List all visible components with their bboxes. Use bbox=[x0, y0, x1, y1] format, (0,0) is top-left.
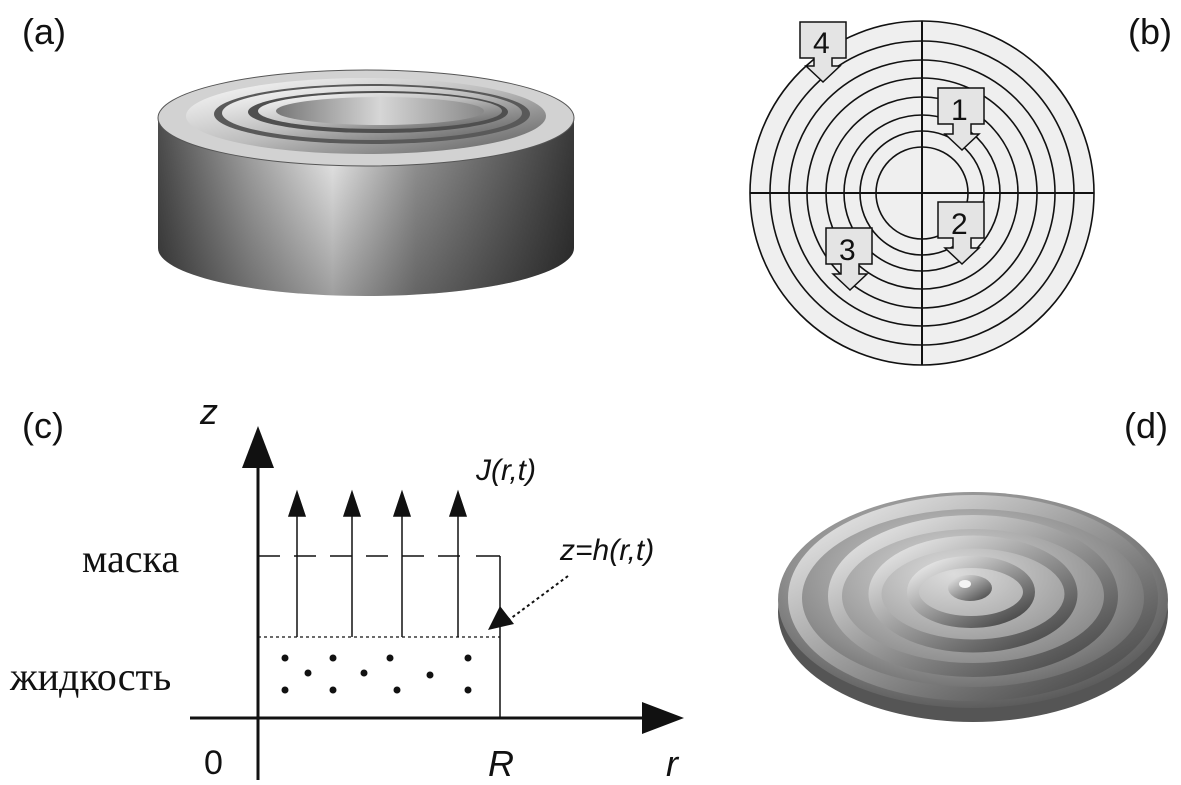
panel-c-label: (c) bbox=[22, 405, 64, 446]
surface-pointer-head bbox=[488, 606, 514, 630]
marker-4-label: 4 bbox=[813, 27, 830, 60]
panel-b-label: (b) bbox=[1128, 11, 1172, 52]
R-label: R bbox=[488, 743, 514, 784]
cylinder-side-shade bbox=[158, 120, 574, 296]
marker-1: 1 bbox=[937, 87, 985, 152]
ridge-3 bbox=[868, 535, 1078, 653]
marker-3-label: 3 bbox=[839, 234, 856, 267]
inner-well bbox=[276, 97, 484, 125]
central-bump bbox=[948, 575, 992, 601]
ridge-1 bbox=[788, 495, 1158, 701]
panel-b: (b) 4 1 2 3 bbox=[749, 11, 1172, 366]
r-axis-label: r bbox=[666, 743, 680, 784]
panel-a-label: (a) bbox=[22, 11, 66, 52]
rippled-disc-3d bbox=[778, 492, 1168, 722]
ridge-4 bbox=[907, 556, 1035, 628]
central-highlight bbox=[959, 580, 971, 588]
surface-label: z=h(r,t) bbox=[559, 534, 654, 567]
panel-a: (a) bbox=[22, 11, 575, 296]
z-axis-label: z bbox=[199, 391, 218, 432]
surface-pointer bbox=[505, 575, 569, 623]
panel-c: (c) z r 0 R J(r,t) z=h(r,t) bbox=[9, 391, 684, 784]
marker-2: 2 bbox=[937, 201, 985, 266]
cylinder-3d bbox=[157, 69, 575, 296]
origin-label: 0 bbox=[204, 744, 223, 782]
marker-3: 3 bbox=[825, 227, 873, 292]
ridge-2 bbox=[828, 515, 1118, 677]
marker-2-label: 2 bbox=[951, 208, 968, 241]
marker-1-label: 1 bbox=[951, 94, 968, 127]
panel-d-label: (d) bbox=[1124, 405, 1168, 446]
liquid-label: жидкость bbox=[9, 654, 171, 699]
panel-d: (d) bbox=[778, 405, 1168, 722]
z-axis-arrowhead bbox=[242, 426, 274, 468]
marker-4: 4 bbox=[799, 21, 847, 84]
r-axis-arrowhead bbox=[642, 702, 684, 734]
flux-arrows bbox=[287, 489, 468, 637]
mask-label: маска bbox=[82, 536, 179, 581]
particles bbox=[281, 654, 472, 694]
flux-label: J(r,t) bbox=[475, 454, 536, 487]
